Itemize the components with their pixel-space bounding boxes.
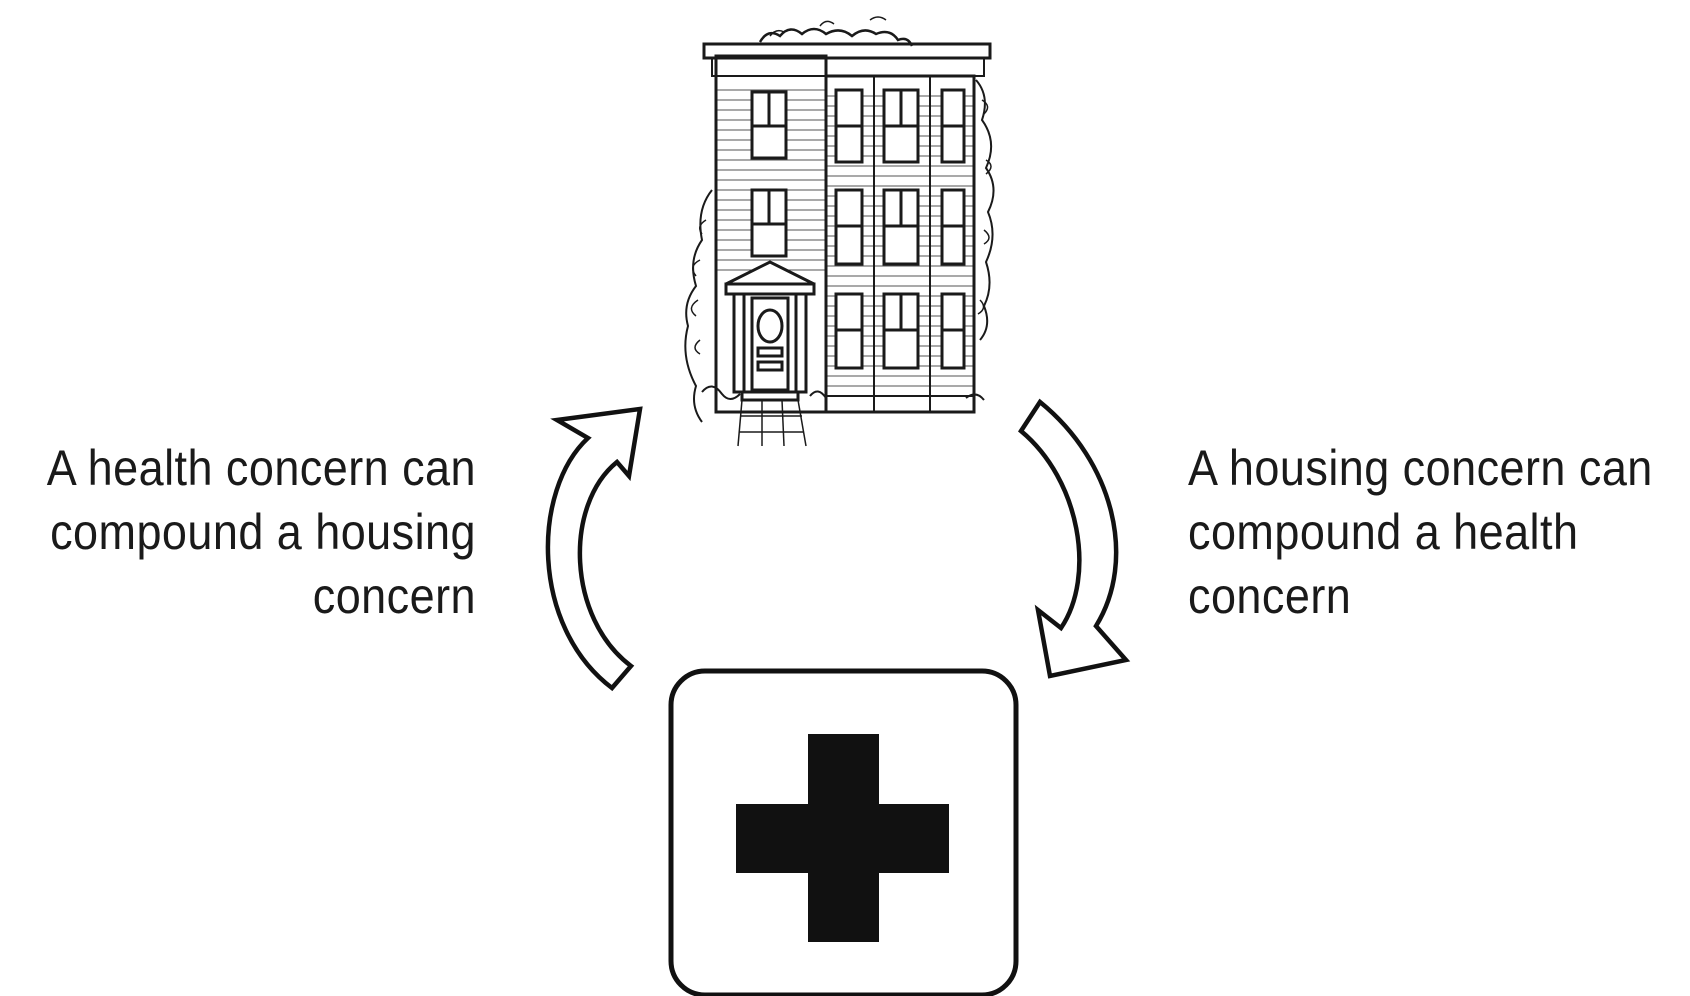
arrow-housing-to-health bbox=[1018, 398, 1131, 679]
caption-left-line-2: compound a housing bbox=[50, 504, 476, 560]
arrow-right-body bbox=[1018, 398, 1131, 679]
foliage-right bbox=[975, 79, 995, 341]
foliage-left bbox=[684, 189, 713, 423]
caption-health-to-housing: A health concern can compound a housing … bbox=[47, 436, 476, 628]
windows-bay-block bbox=[834, 88, 966, 370]
caption-right-line-3: concern bbox=[1188, 568, 1352, 624]
cross-shape bbox=[736, 734, 949, 942]
caption-right-line-2: compound a health bbox=[1188, 504, 1579, 560]
foliage-top bbox=[758, 27, 914, 47]
caption-left-line-3: concern bbox=[312, 568, 476, 624]
first-aid-cross-icon bbox=[668, 668, 1019, 996]
caption-left-line-1: A health concern can bbox=[46, 440, 476, 496]
caption-right-line-1: A housing concern can bbox=[1188, 440, 1653, 496]
front-porch bbox=[724, 260, 816, 402]
arrow-left-body bbox=[545, 406, 643, 692]
foundation bbox=[825, 395, 975, 413]
windows-left-block bbox=[750, 90, 788, 258]
front-walk bbox=[737, 399, 807, 447]
caption-housing-to-health: A housing concern can compound a health … bbox=[1188, 436, 1653, 628]
house-illustration bbox=[684, 16, 995, 447]
arrow-health-to-housing bbox=[545, 406, 643, 692]
